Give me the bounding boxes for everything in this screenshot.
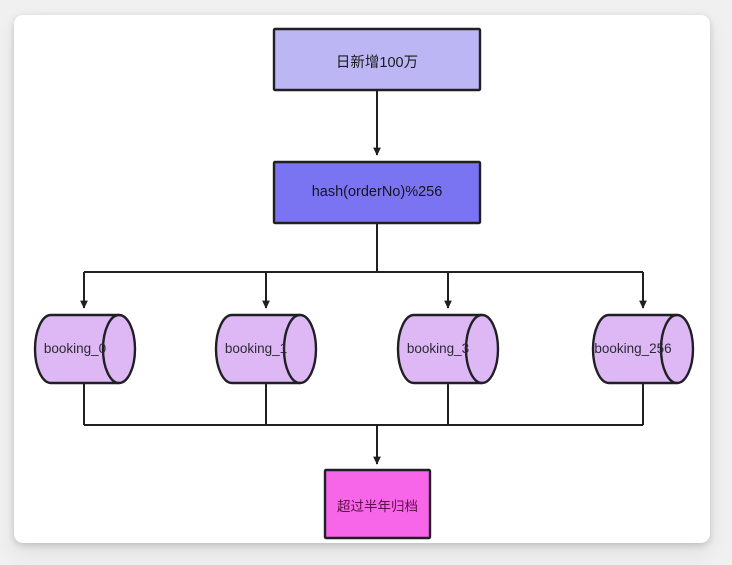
cylinder-body [214, 313, 318, 385]
node-hash[interactable] [272, 160, 482, 225]
node-layer [33, 27, 695, 540]
node-archive[interactable] [323, 468, 432, 540]
node-db3[interactable] [396, 313, 500, 385]
cylinder-cap [282, 313, 301, 385]
cylinder-cap [101, 313, 120, 385]
cylinder-body [396, 313, 500, 385]
node-db1[interactable] [214, 313, 318, 385]
edge-layer [80, 90, 647, 465]
cylinder-body [33, 313, 137, 385]
cylinder-cap [659, 313, 678, 385]
node-source[interactable] [272, 27, 482, 92]
diagram-card [14, 15, 710, 543]
node-db256[interactable] [591, 313, 695, 385]
cylinder-cap [464, 313, 483, 385]
cylinder-body [591, 313, 695, 385]
node-db0[interactable] [33, 313, 137, 385]
